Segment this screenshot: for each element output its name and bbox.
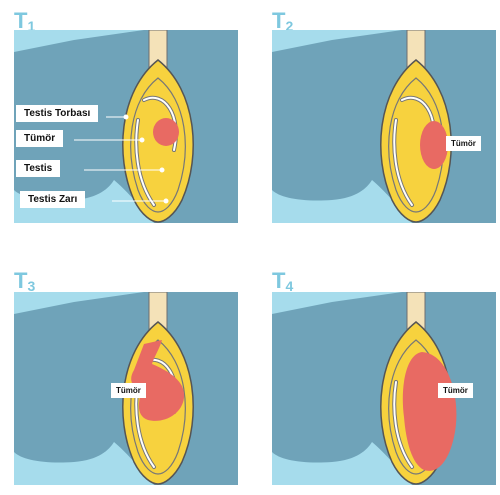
label-tumor-t1: Tümör: [16, 130, 64, 147]
tumor-t4: [402, 352, 457, 471]
label-tumor-t4: Tümör: [438, 383, 473, 398]
label-tumor-t2: Tümör: [446, 136, 481, 151]
panel-t3: Tümör: [14, 292, 238, 485]
stage-title-t2: T2: [272, 8, 294, 34]
panel-t1: Testis Torbası Tümör Testis Testis Zarı: [14, 30, 238, 223]
panel-t4: Tümör: [272, 292, 496, 485]
tumor-t2: [420, 121, 448, 169]
label-tumor-t3: Tümör: [111, 383, 146, 398]
tumor-t3: [131, 340, 185, 421]
stage-title-t3: T3: [14, 268, 36, 294]
stage-title-t4: T4: [272, 268, 294, 294]
label-testis: Testis: [16, 160, 61, 177]
label-scrotum: Testis Torbası: [16, 105, 99, 122]
panel-t2: Tümör: [272, 30, 496, 223]
tumor-t1: [153, 118, 179, 146]
label-tunica: Testis Zarı: [20, 191, 86, 208]
stage-title-t1: T1: [14, 8, 36, 34]
